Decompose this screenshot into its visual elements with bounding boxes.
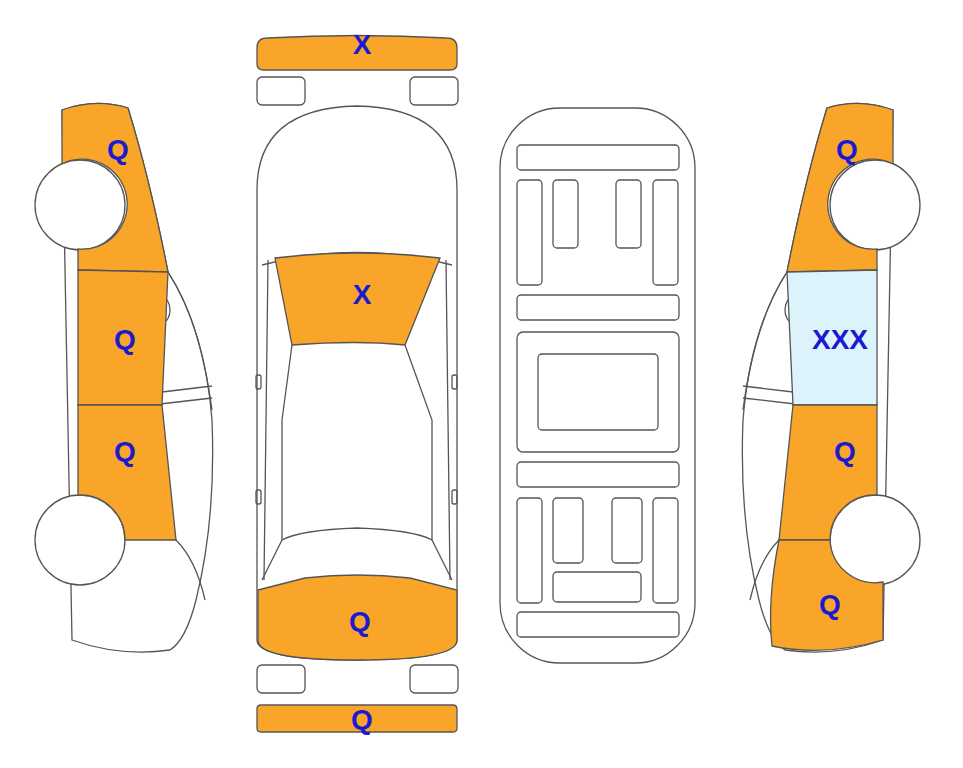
panel-outline <box>771 540 883 650</box>
top-view <box>256 77 458 693</box>
panel-shape <box>787 100 893 272</box>
panel-shape <box>78 405 176 540</box>
damage-code: Q <box>819 591 841 619</box>
front-bumper-panel: X <box>257 33 457 70</box>
panel-outline <box>78 270 168 405</box>
panel-outline <box>787 270 877 405</box>
hood-panel: X <box>275 250 440 345</box>
panel-outline <box>779 405 877 540</box>
damage-code: Q <box>349 608 371 636</box>
damage-code: Q <box>836 136 858 164</box>
panel-outline <box>62 103 168 272</box>
panel-outline <box>787 103 893 272</box>
panel-shape <box>779 405 877 540</box>
damage-code: Q <box>114 438 136 466</box>
panel-shape <box>62 100 168 272</box>
panel-outline <box>78 405 176 540</box>
right-side-view <box>742 103 920 652</box>
panel-outline <box>275 253 440 345</box>
panel-outline <box>258 575 457 660</box>
trunk-panel: Q <box>257 572 457 660</box>
left-front-door-panel: Q <box>78 270 168 405</box>
left-rear-door-panel: Q <box>78 405 176 540</box>
damage-code: Q <box>114 326 136 354</box>
right-rear-door-panel: Q <box>779 405 877 540</box>
left-fender-panel: Q <box>62 100 168 272</box>
damage-code: X <box>353 31 372 59</box>
right-rear-quarter-panel: Q <box>767 540 883 656</box>
rear-bumper-panel: Q <box>257 705 457 732</box>
damage-code: Q <box>834 438 856 466</box>
right-fender-panel: Q <box>787 100 893 272</box>
right-front-door-panel: XXX <box>787 270 877 405</box>
damage-code: X <box>353 281 372 309</box>
damage-code: Q <box>351 706 373 734</box>
damage-code: Q <box>107 136 129 164</box>
damage-code: XXX <box>812 326 868 354</box>
left-side-view <box>35 103 213 652</box>
underside-view <box>500 108 695 663</box>
